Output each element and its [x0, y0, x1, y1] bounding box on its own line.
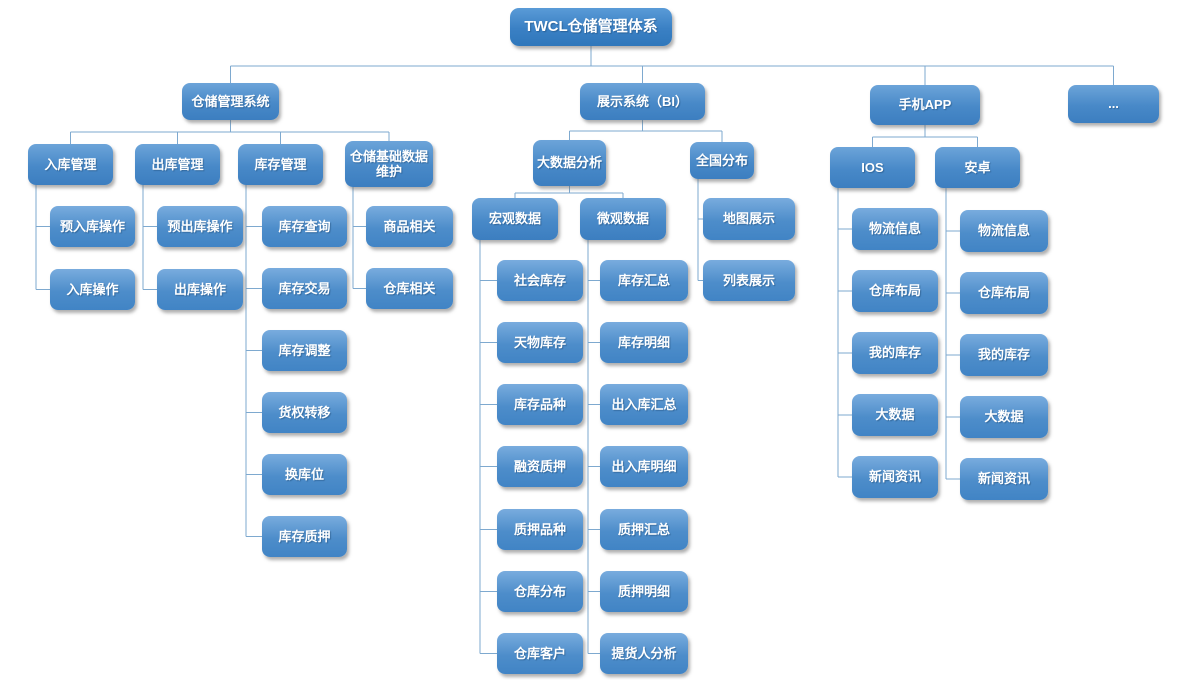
connector-bigdata-bus: [514, 186, 624, 198]
node-inbound-mgmt: 入库管理: [28, 144, 113, 185]
node-bigdata-analysis: 大数据分析: [533, 140, 606, 186]
node-outbound-op: 出库操作: [157, 269, 243, 310]
connector-macro-column: [479, 240, 497, 654]
connector-national-column: [697, 179, 703, 281]
node-social-inventory: 社会库存: [497, 260, 583, 301]
connector-micro-column: [587, 240, 600, 654]
connector-bi-bus: [569, 120, 723, 142]
node-inout-summary: 出入库汇总: [600, 384, 688, 425]
node-ios-logistics-info: 物流信息: [852, 208, 938, 250]
node-title-transfer: 货权转移: [262, 392, 347, 433]
node-more: ...: [1068, 85, 1159, 123]
node-change-location: 换库位: [262, 454, 347, 495]
node-warehouse-related: 仓库相关: [366, 268, 453, 309]
connector-app-bus: [872, 125, 978, 147]
connector-inbound-column: [35, 185, 50, 290]
node-android-news: 新闻资讯: [960, 458, 1048, 500]
node-inventory-adjust: 库存调整: [262, 330, 347, 371]
node-android: 安卓: [935, 147, 1020, 188]
node-consignee-analysis: 提货人分析: [600, 633, 688, 674]
node-pre-outbound-op: 预出库操作: [157, 206, 243, 247]
node-warehouse-customers: 仓库客户: [497, 633, 583, 674]
node-inventory-pledge: 库存质押: [262, 516, 347, 557]
node-pledge-detail: 质押明细: [600, 571, 688, 612]
node-warehouse-distribution: 仓库分布: [497, 571, 583, 612]
node-ios-my-inventory: 我的库存: [852, 332, 938, 374]
node-bi: 展示系统（BI）: [580, 83, 705, 120]
node-ios-news: 新闻资讯: [852, 456, 938, 498]
node-national-distribution: 全国分布: [690, 142, 754, 179]
node-inout-detail: 出入库明细: [600, 446, 688, 487]
connector-inventory-column: [245, 185, 262, 537]
connector-ios-column: [837, 188, 852, 478]
node-android-big-data: 大数据: [960, 396, 1048, 438]
node-root-title: TWCL仓储管理体系: [510, 8, 672, 46]
node-inventory-query: 库存查询: [262, 206, 347, 247]
node-goods-related: 商品相关: [366, 206, 453, 247]
node-inventory-mgmt: 库存管理: [238, 144, 323, 185]
node-android-logistics-info: 物流信息: [960, 210, 1048, 252]
connector-root-bus: [230, 46, 1114, 85]
connector-wms-bus: [70, 120, 390, 144]
node-outbound-mgmt: 出库管理: [135, 144, 220, 185]
node-list-display: 列表展示: [703, 260, 795, 301]
node-financing-pledge: 融资质押: [497, 446, 583, 487]
node-inventory-summary: 库存汇总: [600, 260, 688, 301]
node-tianwu-inventory: 天物库存: [497, 322, 583, 363]
node-ios: IOS: [830, 147, 915, 188]
node-android-my-inventory: 我的库存: [960, 334, 1048, 376]
connector-basedata-column: [352, 187, 366, 289]
node-ios-big-data: 大数据: [852, 394, 938, 436]
node-base-data: 仓储基础数据维护: [345, 141, 433, 187]
connector-outbound-column: [142, 185, 157, 290]
node-app: 手机APP: [870, 85, 980, 125]
node-pledge-variety: 质押品种: [497, 509, 583, 550]
node-macro-data: 宏观数据: [472, 198, 558, 240]
node-inventory-detail: 库存明细: [600, 322, 688, 363]
connector-android-column: [945, 188, 960, 480]
node-inventory-trade: 库存交易: [262, 268, 347, 309]
node-inventory-variety: 库存品种: [497, 384, 583, 425]
node-android-warehouse-layout: 仓库布局: [960, 272, 1048, 314]
node-pledge-summary: 质押汇总: [600, 509, 688, 550]
node-pre-inbound-op: 预入库操作: [50, 206, 135, 247]
node-wms: 仓储管理系统: [182, 83, 279, 120]
node-micro-data: 微观数据: [580, 198, 666, 240]
node-inbound-op: 入库操作: [50, 269, 135, 310]
node-map-display: 地图展示: [703, 198, 795, 240]
node-ios-warehouse-layout: 仓库布局: [852, 270, 938, 312]
